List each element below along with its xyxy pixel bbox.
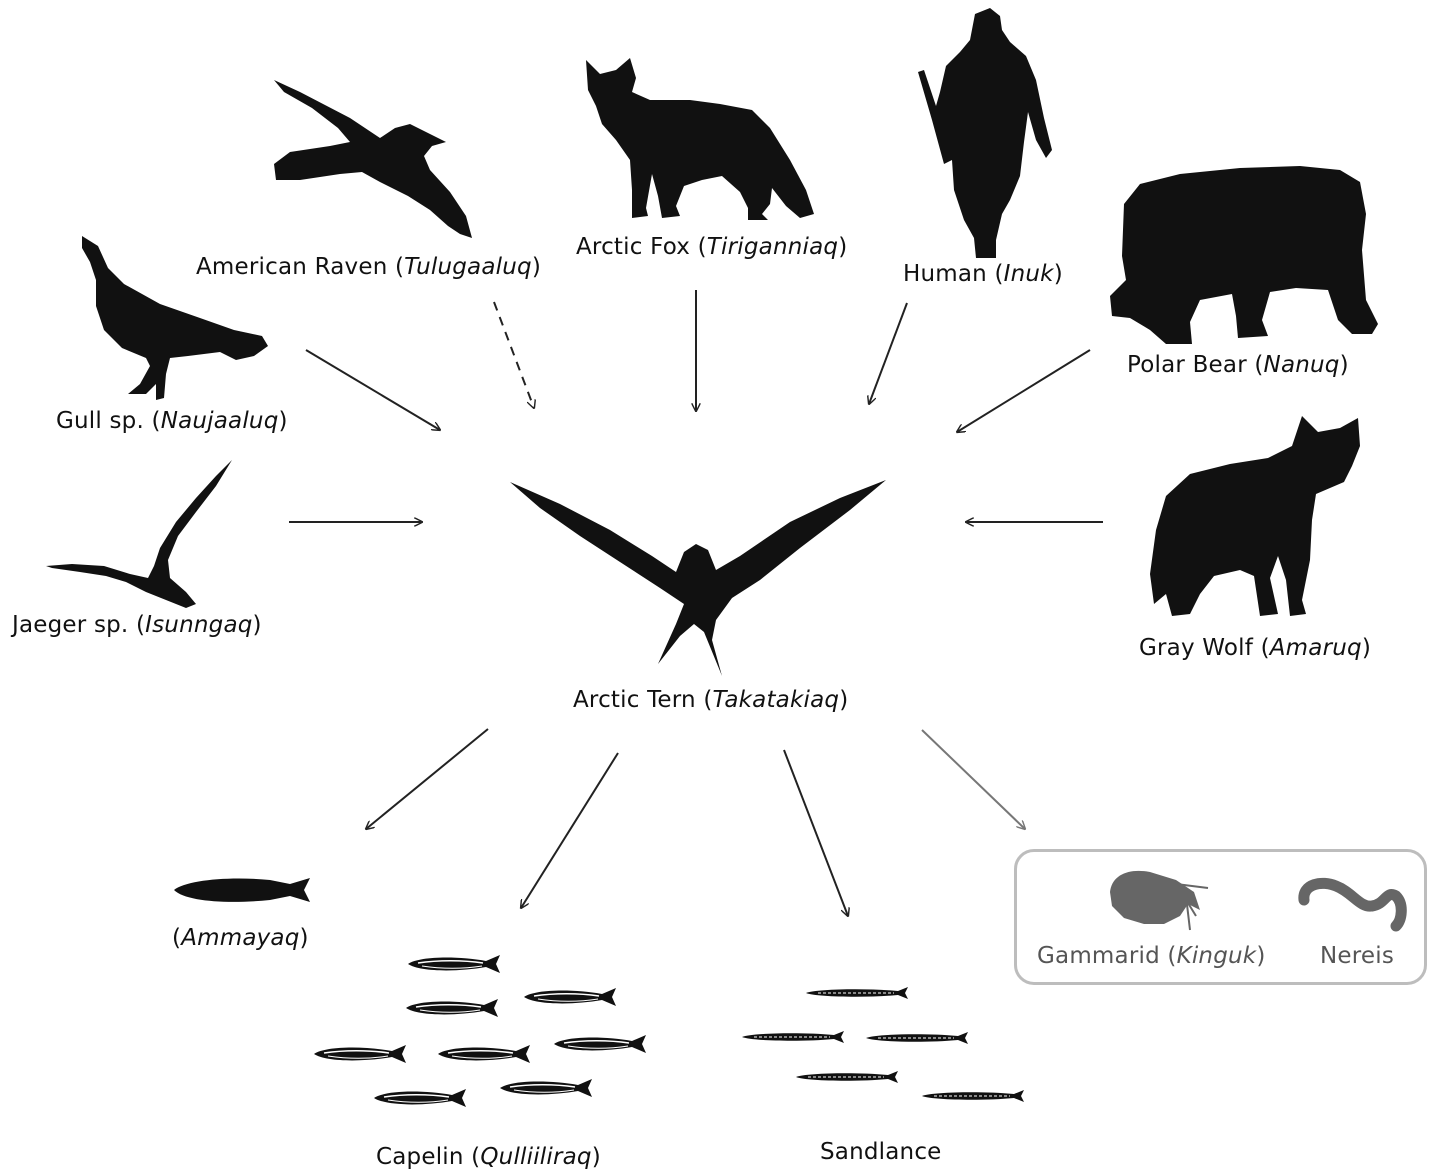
human-silhouette	[918, 8, 1052, 258]
label-gray-wolf: Gray Wolf (Amaruq)	[1139, 635, 1371, 661]
arrow-tern-to-invertebrates	[922, 730, 1025, 829]
arrow-tern-to-ammayaq	[366, 729, 488, 829]
arrow-raven-to-tern	[494, 302, 534, 408]
arrow-tern-to-sandlance	[784, 750, 848, 916]
label-gull: Gull sp. (Naujaaluq)	[56, 408, 288, 434]
ammayaq-silhouette	[174, 878, 310, 902]
label-sandlance: Sandlance	[820, 1139, 942, 1165]
label-arctic-tern: Arctic Tern (Takatakiaq)	[573, 687, 848, 713]
label-polar-bear: Polar Bear (Nanuq)	[1127, 352, 1349, 378]
label-arctic-fox: Arctic Fox (Tiriganniaq)	[576, 234, 847, 260]
raven-silhouette	[274, 80, 472, 238]
label-jaeger: Jaeger sp. (Isunngaq)	[12, 612, 262, 638]
jaeger-silhouette	[46, 460, 232, 608]
label-ammayaq: (Ammayaq)	[172, 925, 309, 951]
arrow-polar-bear-to-tern	[957, 350, 1090, 432]
arrow-tern-to-capelin	[521, 753, 618, 908]
sandlance-school	[742, 987, 1024, 1102]
capelin-school	[314, 955, 646, 1107]
arctic-fox-silhouette	[586, 58, 814, 220]
label-human: Human (Inuk)	[903, 261, 1063, 287]
arrow-human-to-tern	[869, 303, 907, 404]
arrow-gull-to-tern	[306, 350, 440, 430]
gray-wolf-silhouette	[1150, 416, 1360, 616]
polar-bear-silhouette	[1110, 166, 1378, 344]
arctic-tern-silhouette	[510, 480, 886, 676]
label-capelin: Capelin (Qulliiliraq)	[376, 1144, 601, 1170]
label-nereis: Nereis	[1320, 943, 1394, 969]
label-raven: American Raven (Tulugaaluq)	[196, 254, 541, 280]
label-gammarid: Gammarid (Kinguk)	[1037, 943, 1266, 969]
